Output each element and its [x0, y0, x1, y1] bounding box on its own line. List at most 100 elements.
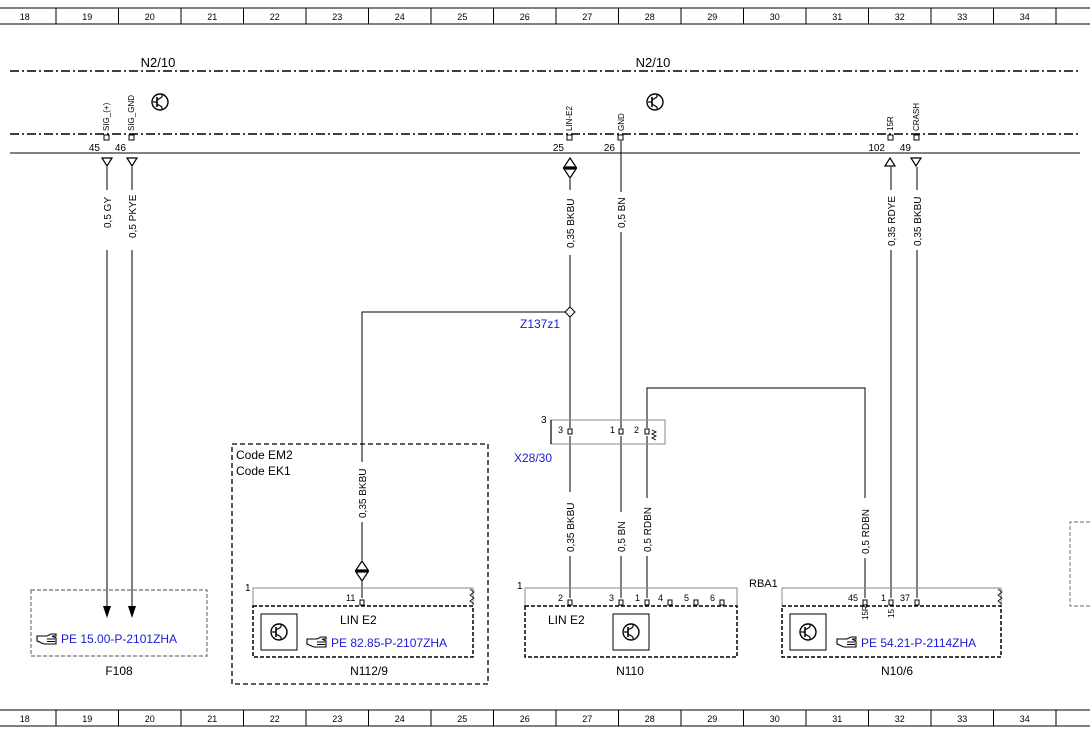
ruler-column-label: 34	[1020, 714, 1030, 724]
connector-label: X28/30	[514, 451, 552, 465]
component-name: N110	[616, 664, 644, 678]
ruler-column-label: 30	[770, 714, 780, 724]
arrow-head-icon	[128, 606, 136, 618]
ruler-column-label: 27	[582, 714, 592, 724]
component-pin: 11	[346, 593, 355, 603]
pin-name-gnd: GND	[617, 113, 626, 131]
ruler-column-label: 24	[395, 714, 405, 724]
component-pin: 45	[848, 593, 858, 603]
component-pin: 1	[635, 593, 640, 603]
ruler-column-label: 21	[207, 714, 217, 724]
component-pin: 1	[881, 593, 886, 603]
unit-label-right: N2/10	[636, 55, 671, 70]
reference-hand-icon	[36, 633, 57, 645]
pin-number: 49	[900, 143, 912, 154]
reference-link[interactable]: PE 54.21-P-2114ZHA	[861, 636, 976, 650]
component-f108	[30, 589, 208, 657]
ruler-column-label: 30	[770, 12, 780, 22]
ruler-column-label: 23	[332, 714, 342, 724]
ruler-column-label: 31	[832, 714, 842, 724]
code-line-1: Code EM2	[236, 448, 293, 462]
pin-number: 102	[868, 143, 885, 154]
component-name: N112/9	[350, 664, 388, 678]
ruler-column-label: 28	[645, 714, 655, 724]
component-pin: 3	[609, 593, 614, 603]
pin-name: 15	[887, 609, 896, 618]
output-arrow-icon	[101, 157, 113, 167]
ruler-column-label: 18	[20, 12, 30, 22]
ruler-column-label: 18	[20, 714, 30, 724]
connector-index: 3	[541, 415, 547, 426]
code-line-2: Code EK1	[236, 464, 291, 478]
ruler-column-label: 33	[957, 12, 967, 22]
pin-name-sig-plus: SIG_(+)	[102, 102, 111, 131]
component-index: 1	[517, 581, 523, 592]
ruler-column-label: 27	[582, 12, 592, 22]
wire-label: 0,5 RDBN	[643, 507, 654, 552]
ruler-column-label: 19	[82, 12, 92, 22]
component-pin: 6	[710, 593, 715, 603]
ruler-column-label: 29	[707, 12, 717, 22]
ruler-column-label: 33	[957, 714, 967, 724]
pin-name-crash: CRASH	[912, 103, 921, 131]
wires	[106, 141, 918, 608]
wire-label: 0,5 GY	[103, 197, 114, 228]
connector-pin: 3	[558, 425, 563, 435]
ruler-column-label: 25	[457, 12, 467, 22]
wire-label: 0,35 BKBU	[566, 199, 577, 248]
ruler-column-label: 26	[520, 714, 530, 724]
component-header: RBA1	[749, 578, 778, 590]
ruler-column-label: 23	[332, 12, 342, 22]
lin-label: LIN E2	[548, 613, 585, 627]
connector-pin: 1	[610, 425, 615, 435]
ruler-column-label: 29	[707, 714, 717, 724]
component-n112-9	[252, 587, 475, 658]
ruler-column-label: 19	[82, 714, 92, 724]
wire-label: 0,35 BKBU	[358, 469, 369, 518]
wire-label: 0,5 PKYE	[128, 194, 139, 238]
ruler-column-label: 22	[270, 12, 280, 22]
output-arrow-icon	[126, 157, 138, 167]
ruler-column-label: 28	[645, 12, 655, 22]
component-pin: 5	[684, 593, 689, 603]
component-index: 1	[245, 583, 251, 594]
component-pin: 2	[558, 593, 563, 603]
pin-name-lin-e2: LIN-E2	[565, 106, 574, 131]
reference-link[interactable]: PE 82.85-P-2107ZHA	[331, 636, 447, 650]
ruler-column-label: 20	[145, 12, 155, 22]
component-n10-6	[781, 587, 1003, 658]
pin-number: 46	[115, 143, 127, 154]
control-unit-icon	[646, 93, 664, 111]
arrow-head-icon	[103, 606, 111, 618]
pin-terminals	[103, 134, 920, 141]
component-name: N10/6	[881, 664, 913, 678]
reference-link[interactable]: PE 15.00-P-2101ZHA	[61, 632, 177, 646]
pin-number: 25	[553, 143, 565, 154]
ruler-column-label: 34	[1020, 12, 1030, 22]
wire-label: 0,5 BN	[617, 521, 628, 552]
ruler-column-label: 20	[145, 714, 155, 724]
wire-label: 0,5 RDBN	[861, 509, 872, 554]
ruler-column-label: 21	[207, 12, 217, 22]
ruler-column-label: 25	[457, 714, 467, 724]
lin-label: LIN E2	[340, 613, 377, 627]
pin-name: 15R	[861, 605, 870, 620]
input-arrow-icon	[884, 157, 896, 167]
splice-label: Z137z1	[520, 317, 560, 331]
splice-icon	[564, 306, 576, 318]
wire-label: 0,35 RDYE	[887, 196, 898, 246]
component-pin: 37	[900, 593, 910, 603]
unit-label-left: N2/10	[141, 55, 176, 70]
pin-name-15r: 15R	[886, 116, 895, 131]
ruler-column-label: 32	[895, 714, 905, 724]
unit-boundary	[10, 70, 1080, 154]
code-option-box	[231, 443, 489, 685]
bidirectional-icon	[563, 157, 577, 179]
ruler-column-label: 24	[395, 12, 405, 22]
pin-number: 26	[604, 143, 616, 154]
ruler-column-label: 26	[520, 12, 530, 22]
connector-pin: 2	[634, 425, 639, 435]
component-pin: 4	[658, 593, 663, 603]
ruler-column-label: 22	[270, 714, 280, 724]
